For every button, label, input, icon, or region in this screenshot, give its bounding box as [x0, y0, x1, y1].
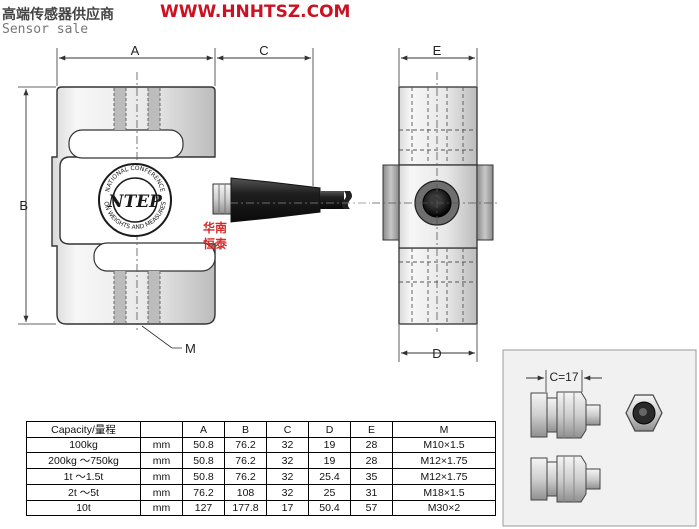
cell-m: M10×1.5 [392, 437, 496, 453]
dim-e-label: E [433, 43, 442, 58]
col-m: M [392, 421, 496, 438]
cell-b: 76.2 [224, 468, 267, 485]
lower-thread [113, 271, 161, 323]
specification-table: Capacity/量程 A B C D E M 100kg mm 50.8 76… [26, 421, 496, 516]
table-header-row: Capacity/量程 A B C D E M [26, 421, 496, 438]
dim-d-label: D [432, 346, 441, 361]
watermark-line2: 恒泰 [203, 236, 228, 251]
cell-e: 31 [350, 484, 393, 501]
website-url: WWW.HNHTSZ.COM [160, 2, 351, 22]
table-row: 10t mm 127 177.8 17 50.4 57 M30×2 [26, 500, 496, 516]
cell-d: 19 [308, 452, 351, 469]
col-unit [140, 421, 183, 438]
dim-a-label: A [131, 43, 140, 58]
cell-a: 127 [182, 500, 225, 516]
watermark-line1: 华南 [203, 220, 227, 235]
dim-m-label: M [185, 341, 196, 356]
cell-b: 76.2 [224, 452, 267, 469]
gland-side-top [530, 391, 601, 439]
col-d: D [308, 421, 351, 438]
cell-m: M18×1.5 [392, 484, 496, 501]
table-row: 2t ～5t mm 76.2 108 32 25 31 M18×1.5 [26, 484, 496, 501]
cell-a: 50.8 [182, 437, 225, 453]
col-c: C [266, 421, 309, 438]
front-view: NATIONAL CONFERENCE ON WEIGHTS AND MEASU… [18, 43, 370, 356]
gland-side-bottom [530, 455, 601, 503]
cell-b: 177.8 [224, 500, 267, 516]
dim-c-label: C [259, 43, 268, 58]
cell-unit: mm [140, 484, 183, 501]
upper-thread [113, 88, 161, 130]
table-row: 100kg mm 50.8 76.2 32 19 28 M10×1.5 [26, 437, 496, 453]
ntep-badge: NATIONAL CONFERENCE ON WEIGHTS AND MEASU… [98, 163, 172, 237]
cell-unit: mm [140, 468, 183, 485]
inset-dim-label: C=17 [549, 370, 578, 384]
cell-e: 28 [350, 452, 393, 469]
cell-d: 25 [308, 484, 351, 501]
cell-e: 35 [350, 468, 393, 485]
cell-c: 32 [266, 484, 309, 501]
cell-b: 76.2 [224, 437, 267, 453]
gland-end-view [625, 394, 663, 432]
col-capacity: Capacity/量程 [26, 421, 141, 438]
col-a: A [182, 421, 225, 438]
cell-d: 50.4 [308, 500, 351, 516]
cable [320, 191, 352, 209]
side-body-upper [398, 86, 478, 166]
company-name: 高端传感器供应商 [2, 7, 114, 23]
inset-panel: C=17 [502, 349, 697, 527]
side-flange-left [382, 164, 400, 241]
cell-c: 32 [266, 437, 309, 453]
cell-a: 50.8 [182, 452, 225, 469]
cell-capacity: 10t [26, 500, 141, 516]
cell-m: M12×1.75 [392, 452, 496, 469]
cell-capacity: 100kg [26, 437, 141, 453]
cell-a: 50.8 [182, 468, 225, 485]
cell-capacity: 1t ～1.5t [26, 468, 141, 485]
subtitle: Sensor sale [2, 22, 89, 37]
side-body-lower [398, 247, 478, 325]
cable-gland [212, 177, 321, 223]
cell-e: 57 [350, 500, 393, 516]
table-row: 200kg ～750kg mm 50.8 76.2 32 19 28 M12×1… [26, 452, 496, 469]
cell-a: 76.2 [182, 484, 225, 501]
lower-slot [93, 242, 216, 272]
cell-c: 32 [266, 468, 309, 485]
dim-b-label: B [19, 198, 28, 213]
cell-m: M12×1.75 [392, 468, 496, 485]
cell-c: 32 [266, 452, 309, 469]
cell-capacity: 200kg ～750kg [26, 452, 141, 469]
cell-d: 25.4 [308, 468, 351, 485]
cell-capacity: 2t ～5t [26, 484, 141, 501]
side-view: E D [372, 43, 500, 362]
col-e: E [350, 421, 393, 438]
cell-e: 28 [350, 437, 393, 453]
cell-b: 108 [224, 484, 267, 501]
cell-unit: mm [140, 452, 183, 469]
cell-unit: mm [140, 437, 183, 453]
side-flange-right [476, 164, 494, 241]
cell-unit: mm [140, 500, 183, 516]
cell-c: 17 [266, 500, 309, 516]
table-row: 1t ～1.5t mm 50.8 76.2 32 25.4 35 M12×1.7… [26, 468, 496, 485]
ntep-mark: NTEP [107, 192, 163, 212]
upper-slot [68, 129, 184, 159]
col-b: B [224, 421, 267, 438]
cell-m: M30×2 [392, 500, 496, 516]
cell-d: 19 [308, 437, 351, 453]
